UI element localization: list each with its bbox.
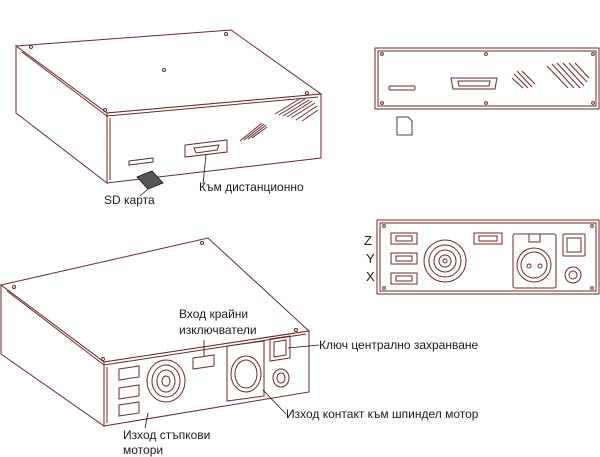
back-unit-iso [0,237,311,427]
label-limit-switch-1: Вход крайни [179,307,248,321]
label-remote: Към дистанционно [199,180,304,194]
label-stepper-1: Изход стъпкови [123,428,210,442]
label-spindle-out: Изход контакт към шпиндел мотор [286,407,479,421]
back-unit-elevation [376,219,600,295]
leader-remote [202,154,207,185]
leader-stepper [144,412,149,429]
front-unit-iso [14,29,323,190]
axis-y-label: Y [366,251,375,266]
leader-sd [139,188,149,197]
axis-z-label: Z [364,233,372,248]
label-limit-switch-2: изключватели [179,323,257,337]
label-power-switch: Ключ централно захранване [319,338,479,352]
front-unit-elevation [374,47,600,136]
leader-spindle [262,389,287,415]
label-sd-card: SD карта [104,193,155,207]
label-stepper-2: мотори [123,443,163,457]
axis-x-label: X [366,269,375,284]
leader-power-switch [287,344,320,349]
